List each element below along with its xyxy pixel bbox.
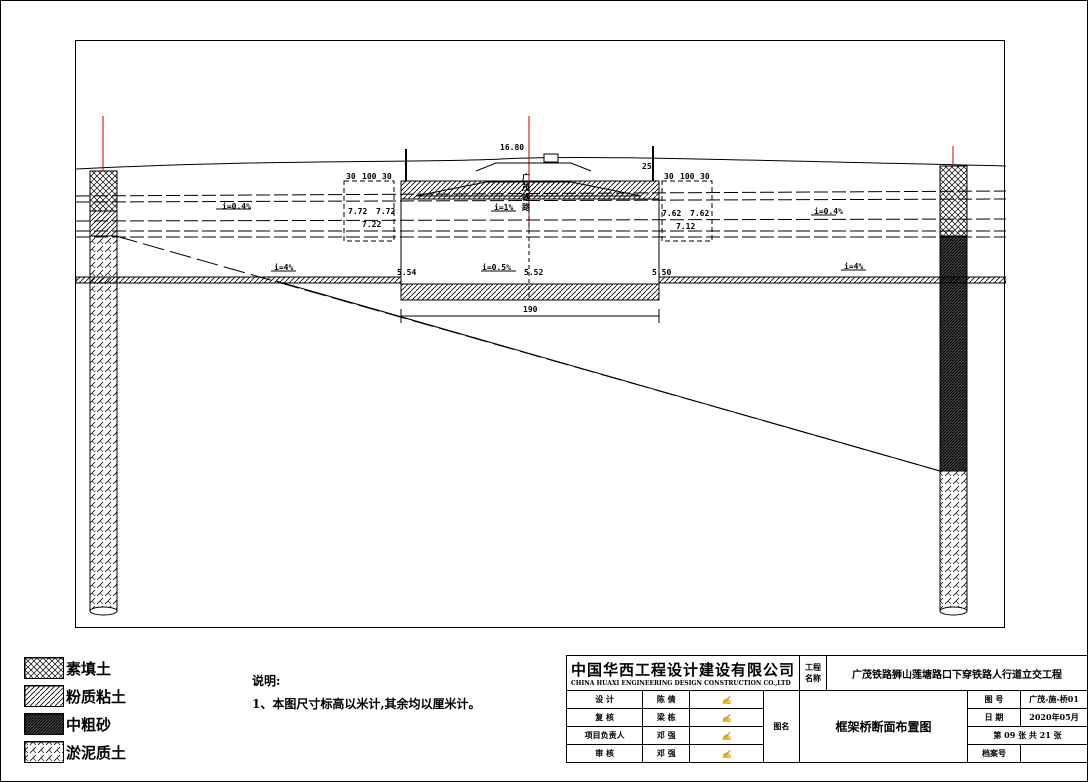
role-pm: 项目负责人: [565, 726, 644, 745]
label-slope-right-upper: i=0.4%: [814, 207, 843, 216]
signature-pm: ✍: [689, 726, 764, 745]
label-elev-l2: 7.72: [376, 207, 396, 216]
sheet-count: 第 09 张 共 21 张: [967, 726, 1088, 745]
project-name: 广茂铁路狮山莲塘路口下穿铁路人行道立交工程: [826, 655, 1088, 691]
date: 2020年05月: [1020, 708, 1088, 727]
label-dim-right-a: 30: [664, 172, 674, 181]
label-elev-top: 16.80: [500, 143, 525, 152]
notes-line: 1、本图尺寸标高以米计,其余均以厘米计。: [252, 697, 481, 711]
label-track-b: 茂: [522, 183, 530, 192]
legend-item: 淤泥质土: [24, 738, 126, 766]
roadway-band: [76, 276, 402, 284]
label-slope-left-upper: i=0.4%: [222, 202, 251, 211]
signature-review: ✍: [689, 744, 764, 763]
label-elev-b1: 5.54: [397, 268, 417, 277]
project-label: 工程名称: [799, 655, 828, 691]
deck-slab: [400, 180, 660, 200]
label-dim-25: 25: [642, 162, 652, 171]
archive-label: 档案号: [967, 744, 1021, 763]
label-dim-left-a: 30: [346, 172, 356, 181]
legend-swatch-fill: [24, 657, 64, 679]
label-elev-r3: 7.12: [676, 222, 696, 231]
borehole-left: [89, 116, 118, 616]
label-slope-mid-upper: i=1%: [494, 203, 514, 212]
legend-item: 素填土: [24, 654, 126, 682]
notes: 说明: 1、本图尺寸标高以米计,其余均以厘米计。: [252, 672, 481, 718]
borehole-right: [939, 146, 968, 616]
drawing-area: 16.80 30 100 30 30 100 30 25 7.72 7.72 7…: [75, 40, 1006, 628]
label-dim-left-c: 30: [382, 172, 392, 181]
label-elev-b3: 5.50: [652, 268, 672, 277]
label-elev-l3: 7.22: [362, 220, 382, 229]
label-slope-right-lower: i=4%: [844, 262, 864, 271]
legend-item: 粉质粘土: [24, 682, 126, 710]
ground-line: [76, 156, 1006, 170]
label-track-a: 广: [522, 173, 530, 182]
name-design: 陈 倩: [642, 690, 691, 709]
label-slope-left-lower: i=4%: [274, 263, 294, 272]
notes-title: 说明:: [252, 674, 281, 688]
cross-section-svg: [76, 116, 1006, 616]
label-dim-right-b: 100: [680, 172, 695, 181]
label-span-width: 190: [523, 305, 538, 314]
drawing-name-label: 图名: [762, 690, 801, 763]
label-track-c: 铁: [522, 193, 530, 202]
label-elev-b2: 5.52: [524, 268, 544, 277]
drawing-no: 广茂-施-桥01: [1020, 690, 1088, 709]
bottom-slab: [400, 283, 660, 301]
role-check: 复 核: [565, 708, 644, 727]
legend-label: 粉质粘土: [66, 687, 127, 706]
label-dim-right-c: 30: [700, 172, 710, 181]
role-design: 设 计: [565, 690, 644, 709]
legend-swatch-sand: [24, 713, 64, 735]
label-elev-l1: 7.72: [348, 207, 368, 216]
title-block: 中国华西工程设计建设有限公司 CHINA HUAXI ENGINEERING D…: [565, 655, 1088, 763]
name-pm: 邓 强: [642, 726, 691, 745]
label-elev-r2: 7.62: [690, 209, 710, 218]
company-name: 中国华西工程设计建设有限公司: [571, 661, 796, 679]
label-dim-left-b: 100: [362, 172, 377, 181]
legend-swatch-clay: [24, 685, 64, 707]
legend: 素填土 粉质粘土 中粗砂 淤泥质土: [24, 654, 126, 766]
label-slope-mid-lower: i=0.5%: [482, 263, 511, 272]
company-cell: 中国华西工程设计建设有限公司 CHINA HUAXI ENGINEERING D…: [565, 655, 801, 691]
label-elev-r1: 7.62: [662, 209, 682, 218]
drawing-name: 框架桥断面布置图: [799, 690, 968, 763]
drawing-no-label: 图 号: [967, 690, 1021, 709]
archive-no: [1020, 744, 1088, 763]
legend-item: 中粗砂: [24, 710, 126, 738]
role-review: 审 核: [565, 744, 644, 763]
legend-label: 中粗砂: [66, 715, 112, 734]
label-track-d: 路: [522, 203, 530, 212]
signature-check: ✍: [689, 708, 764, 727]
legend-label: 素填土: [66, 659, 112, 678]
name-check: 梁 栋: [642, 708, 691, 727]
name-review: 邓 强: [642, 744, 691, 763]
date-label: 日 期: [967, 708, 1021, 727]
legend-swatch-silt: [24, 741, 64, 763]
signature-design: ✍: [689, 690, 764, 709]
company-name-en: CHINA HUAXI ENGINEERING DESIGN CONSTRUCT…: [571, 680, 791, 687]
legend-label: 淤泥质土: [66, 743, 127, 762]
